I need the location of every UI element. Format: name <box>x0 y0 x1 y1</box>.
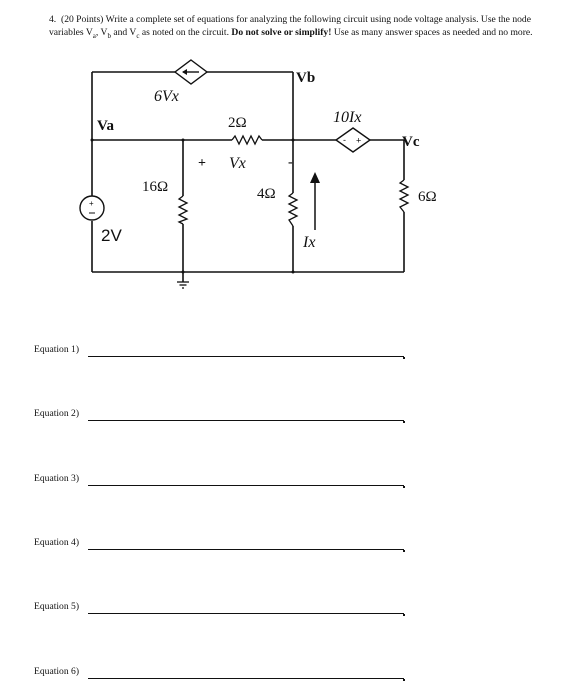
circuit-diagram: 6Vx Vb Va Vc 2Ω + Vx - - + 10Ix 16Ω 4Ω I… <box>79 59 437 289</box>
dep-v-plus-sign: + <box>356 136 361 146</box>
equation-6-label: Equation 6) <box>34 666 80 677</box>
resistor-4ohm <box>287 192 299 227</box>
equation-1-label: Equation 1) <box>34 344 80 355</box>
question-sep: , V <box>95 26 108 38</box>
label-r-4ohm: 4Ω <box>257 186 276 202</box>
dependent-voltage-source-10ix: - + <box>334 127 372 153</box>
equation-3-dot <box>403 486 405 488</box>
equation-5-dot <box>403 614 405 616</box>
circuit-wires <box>91 71 405 282</box>
dependent-current-source-6vx <box>173 59 209 85</box>
question-bold-instruction: Do not solve or simplify! <box>231 26 332 38</box>
question-points: (20 Points) <box>61 14 104 25</box>
node-label-vc: Vc <box>402 134 420 150</box>
label-vx: Vx <box>229 155 246 172</box>
node-label-va: Va <box>97 118 114 134</box>
equation-4-label: Equation 4) <box>34 537 80 548</box>
vx-minus-sign: - <box>288 155 293 170</box>
equation-5-label: Equation 5) <box>34 601 80 612</box>
label-2v: 2V <box>101 226 122 245</box>
current-arrow-ix <box>310 172 320 230</box>
equation-6-dot <box>403 679 405 681</box>
equation-4-answer-line[interactable] <box>88 549 404 550</box>
dep-v-minus-sign: - <box>343 135 346 145</box>
label-r-2ohm: 2Ω <box>228 115 247 131</box>
vx-plus-sign: + <box>198 156 206 171</box>
question-sep: and V <box>110 26 137 38</box>
resistor-2ohm <box>231 134 263 146</box>
equation-1-dot <box>403 357 405 359</box>
question-text: 4. (20 Points) Write a complete set of e… <box>49 14 549 42</box>
label-10ix: 10Ix <box>333 109 361 126</box>
question-body: Write a complete set of equations for an… <box>49 14 531 38</box>
equation-4-dot <box>403 550 405 552</box>
question-number: 4. <box>49 14 57 25</box>
equation-2-label: Equation 2) <box>34 408 80 419</box>
voltage-source-2v: + <box>79 195 105 221</box>
label-r-16ohm: 16Ω <box>142 179 168 195</box>
equation-6-answer-line[interactable] <box>88 678 404 679</box>
equation-1-answer-line[interactable] <box>88 356 404 357</box>
sub-a: a <box>92 31 96 40</box>
junction-dots <box>90 138 295 274</box>
equation-5-answer-line[interactable] <box>88 613 404 614</box>
node-label-vb: Vb <box>296 70 315 86</box>
equation-2-answer-line[interactable] <box>88 420 404 421</box>
equation-2-dot <box>403 421 405 423</box>
equation-3-answer-line[interactable] <box>88 485 404 486</box>
label-r-6ohm: 6Ω <box>418 189 437 205</box>
label-ix: Ix <box>302 234 315 251</box>
equation-3-label: Equation 3) <box>34 473 80 484</box>
resistor-16ohm <box>177 195 189 225</box>
source-plus-sign: + <box>89 199 94 208</box>
sub-c: c <box>136 31 140 40</box>
question-body-3: Use as many answer spaces as needed and … <box>333 26 533 38</box>
label-6vx: 6Vx <box>154 88 179 105</box>
ground-icon <box>177 281 189 289</box>
resistor-6ohm <box>398 179 410 213</box>
question-body-2: as noted on the circuit. <box>139 26 229 38</box>
sub-b: b <box>107 31 111 40</box>
